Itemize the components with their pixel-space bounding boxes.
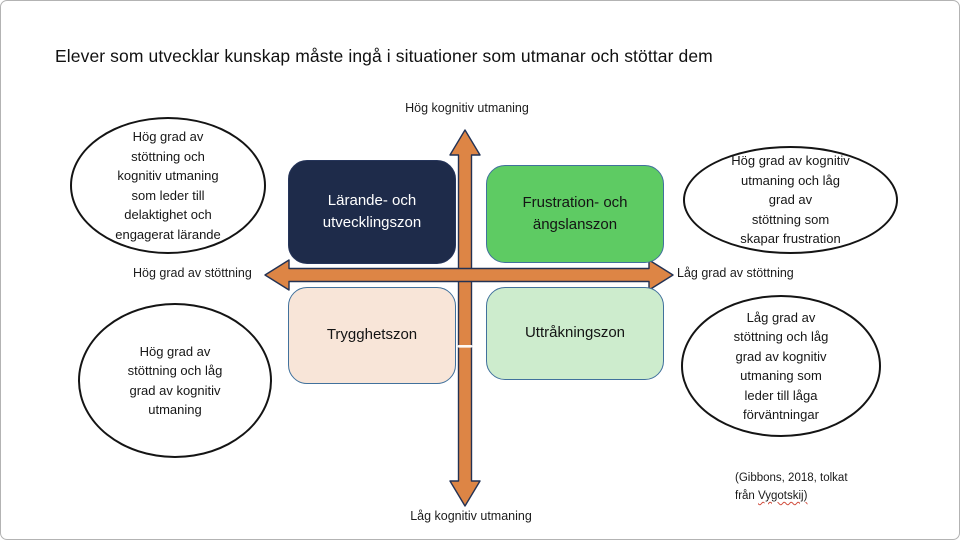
quadrant-label: Trygghetszon — [326, 326, 418, 344]
citation-line2: från Vygotskij) — [735, 489, 808, 502]
annotation-ellipse-bottom-right: Låg grad av stöttning och låg grad av ko… — [681, 295, 881, 437]
quadrant-safety-zone: Trygghetszon — [288, 287, 456, 384]
axis-label-top: Hög kognitiv utmaning — [405, 101, 529, 115]
quadrant-learning-development-zone: Lärande- och utvecklingszon — [288, 160, 456, 264]
citation-line1: (Gibbons, 2018, tolkat — [735, 472, 848, 484]
axis-label-left: Hög grad av stöttning — [133, 266, 252, 280]
axis-label-right: Låg grad av stöttning — [677, 266, 794, 280]
quadrant-label: Frustration- och ängslanszon — [522, 193, 628, 234]
quadrant-label: Uttråkningszon — [524, 324, 626, 342]
citation-spellcheck-word: Vygotskij) — [758, 489, 808, 502]
annotation-text: Hög grad av stöttning och kognitiv utman… — [115, 129, 221, 242]
axis-label-bottom: Låg kognitiv utmaning — [410, 509, 532, 523]
quadrant-label: Lärande- och utvecklingszon — [322, 191, 422, 232]
annotation-ellipse-top-left: Hög grad av stöttning och kognitiv utman… — [70, 117, 266, 254]
annotation-ellipse-bottom-left: Hög grad av stöttning och låg grad av ko… — [78, 303, 272, 458]
slide-title: Elever som utvecklar kunskap måste ingå … — [55, 46, 713, 66]
annotation-text: Låg grad av stöttning och låg grad av ko… — [733, 309, 829, 423]
quadrant-frustration-anxiety-zone: Frustration- och ängslanszon — [486, 165, 664, 263]
citation: (Gibbons, 2018, tolkat från Vygotskij) — [735, 470, 848, 506]
annotation-text: Hög grad av kognitiv utmaning och låg gr… — [731, 153, 850, 247]
annotation-text: Hög grad av stöttning och låg grad av ko… — [127, 343, 223, 418]
annotation-ellipse-top-right: Hög grad av kognitiv utmaning och låg gr… — [683, 146, 898, 254]
quadrant-boredom-zone: Uttråkningszon — [486, 287, 664, 380]
